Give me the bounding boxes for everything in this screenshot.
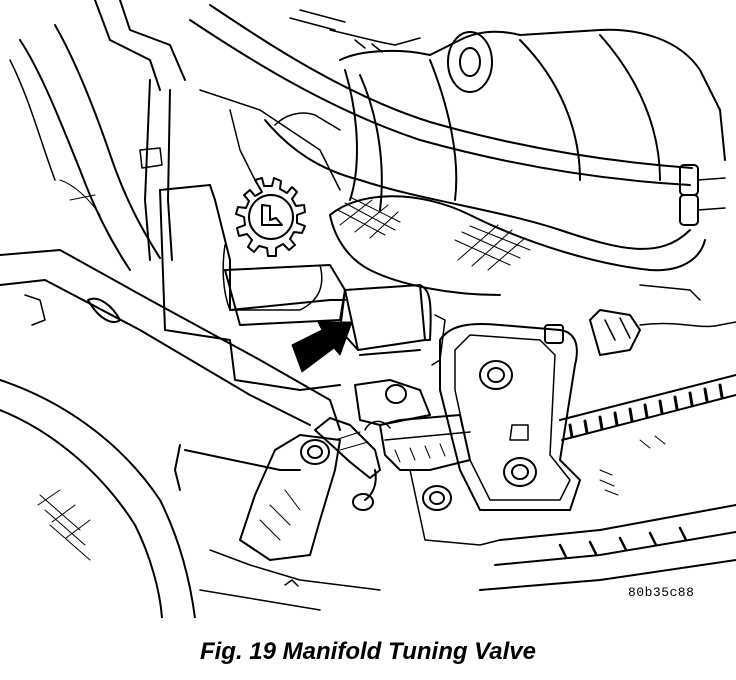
left-mount-bracket (239, 434, 341, 561)
pointer-arrow-icon (291, 321, 353, 373)
toothed-rail (559, 374, 736, 441)
left-hose (9, 24, 161, 271)
fender-brace (0, 249, 341, 491)
lower-frame (199, 504, 736, 611)
wheel-well (0, 379, 196, 618)
manifold-tuning-valve (339, 284, 446, 366)
figure-reference-code: 80b35c88 (628, 585, 695, 600)
engine-bay-line-drawing (0, 0, 736, 618)
shading-marks (599, 435, 666, 496)
intake-manifold (289, 9, 726, 211)
right-components (544, 284, 736, 356)
intake-duct (264, 112, 706, 296)
lower-bracket (354, 379, 501, 546)
figure-caption: Fig. 19 Manifold Tuning Valve (199, 638, 537, 665)
top-left-components (94, 0, 186, 261)
reservoir-cap-icon (222, 177, 323, 311)
electrical-connector (314, 417, 391, 511)
vacuum-hose (189, 4, 726, 226)
